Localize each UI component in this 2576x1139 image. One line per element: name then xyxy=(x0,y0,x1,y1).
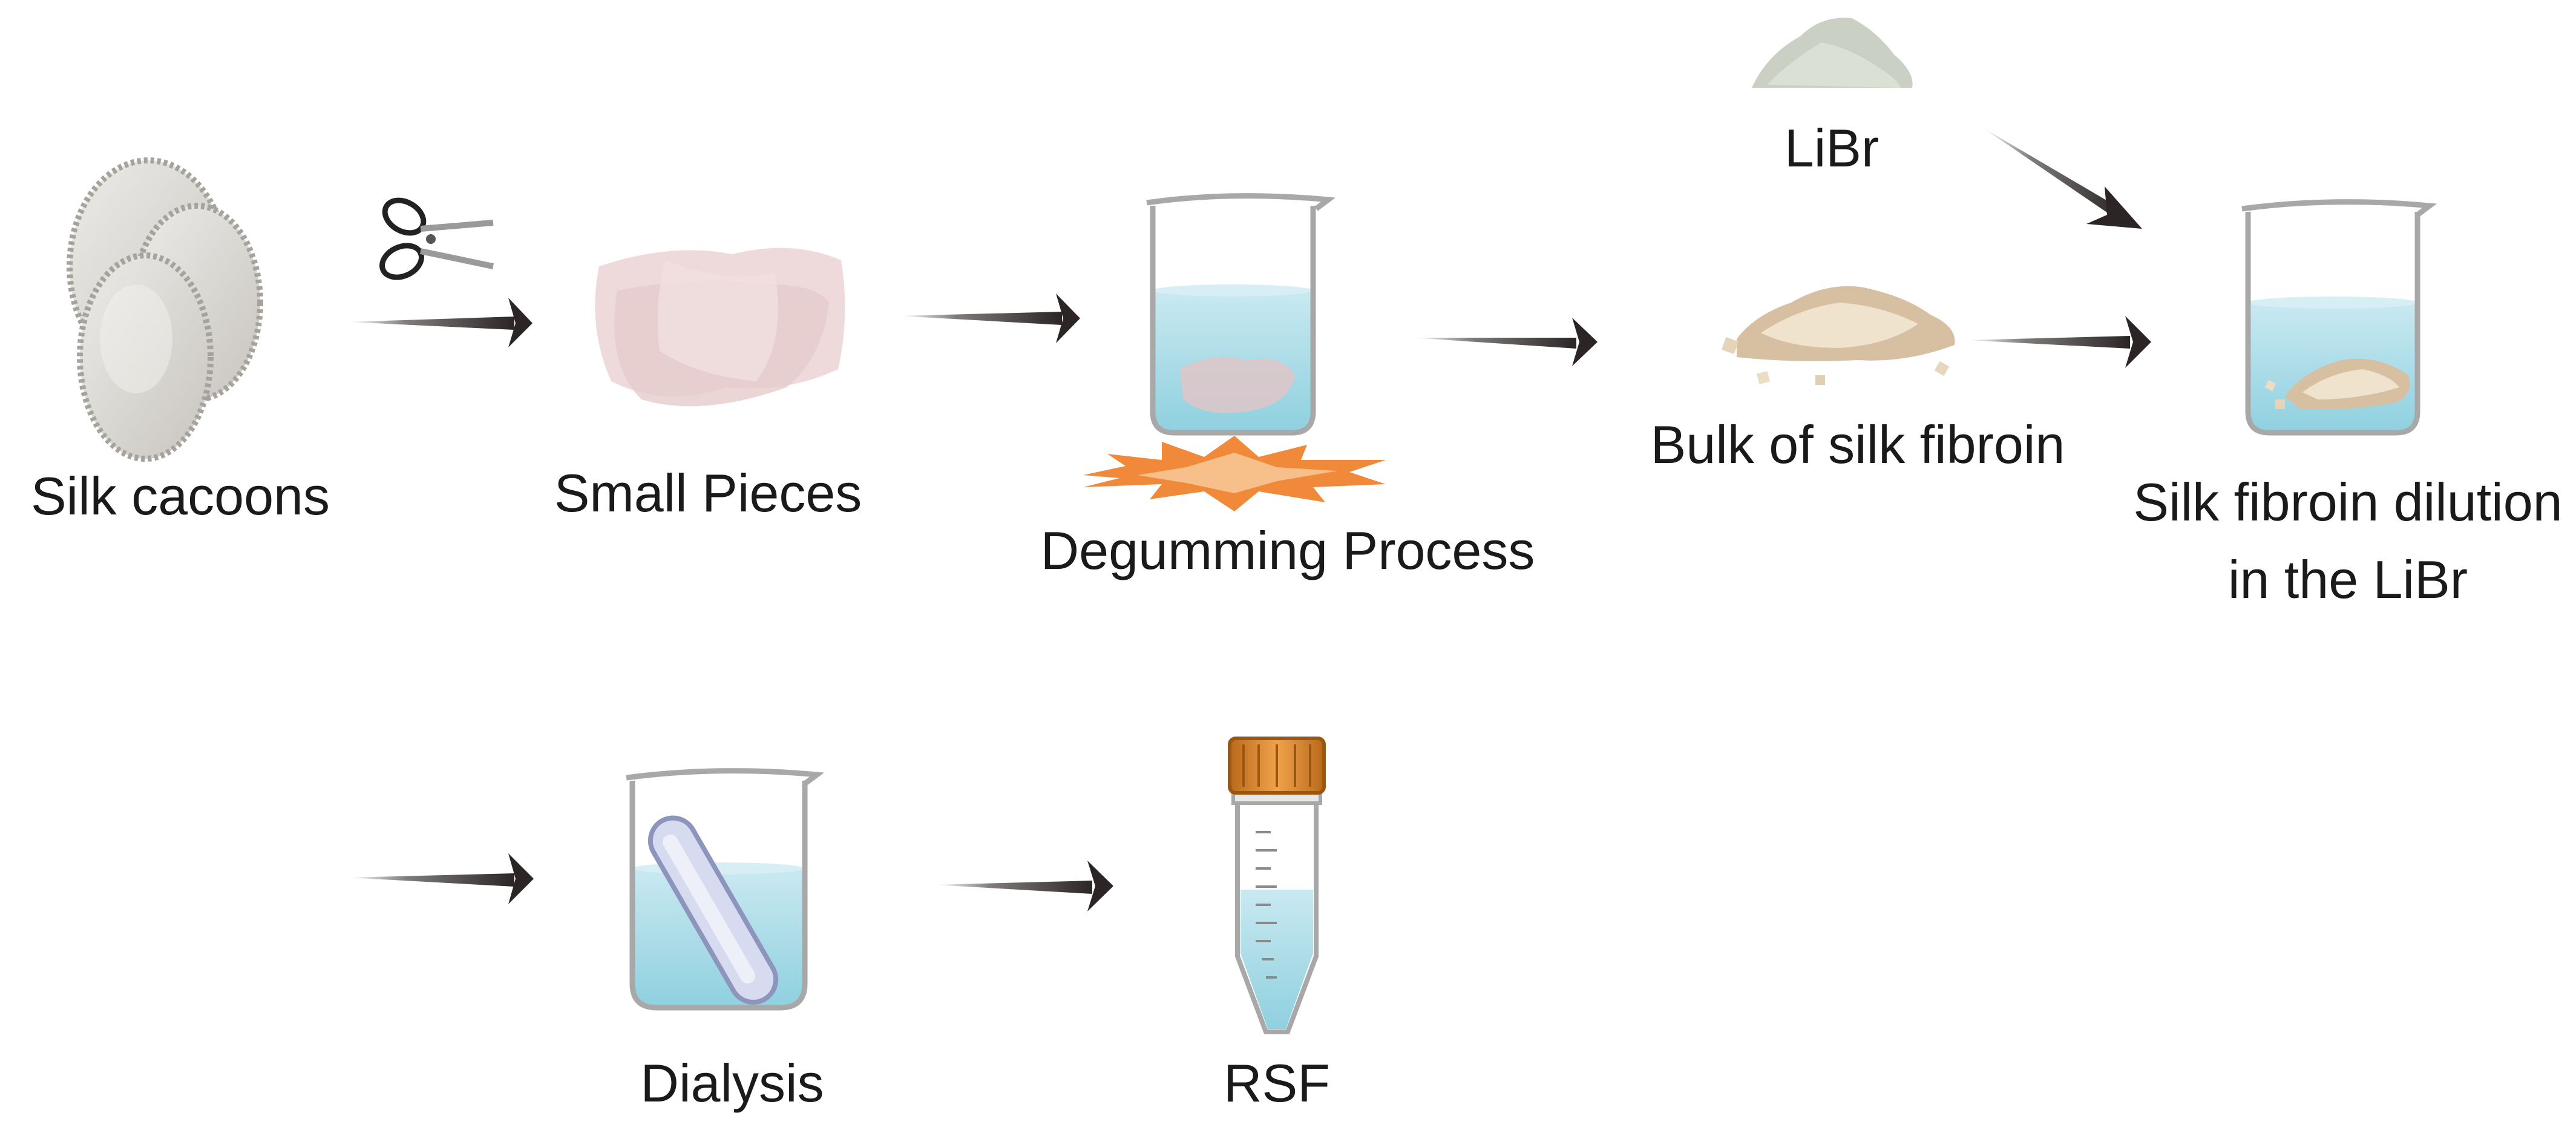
arrow-dialysis-to-rsf xyxy=(935,861,1113,911)
label-rsf: RSF xyxy=(1224,1053,1330,1113)
arrow-pieces-to-degumming xyxy=(899,294,1080,343)
label-degumming-process: Degumming Process xyxy=(1041,520,1535,580)
rsf-tube-icon xyxy=(1228,737,1326,1034)
dialysis-beaker-icon xyxy=(626,768,825,1011)
arrow-degumming-to-bulk xyxy=(1413,318,1598,366)
arrow-to-dialysis xyxy=(348,853,534,904)
degumming-beaker-icon xyxy=(1146,193,1336,436)
librs-powder-icon xyxy=(1752,18,1913,88)
heat-flame-icon xyxy=(1083,436,1386,511)
silk-cocoons-icon xyxy=(67,157,263,462)
arrow-bulk-to-dilution xyxy=(1967,316,2151,368)
arrow-librs-to-dilution xyxy=(1982,127,2142,229)
scissors-icon xyxy=(379,197,494,280)
label-small-pieces: Small Pieces xyxy=(554,463,862,523)
label-librs: LiBr xyxy=(1785,118,1880,178)
label-bulk-silk-fibroin: Bulk of silk fibroin xyxy=(1651,415,2065,474)
arrow-cocoons-to-pieces xyxy=(348,298,533,347)
label-dilution-line1: Silk fibroin dilution xyxy=(2133,472,2562,532)
label-dilution-line2: in the LiBr xyxy=(2228,550,2468,609)
bulk-silk-fibroin-icon xyxy=(1721,286,1955,385)
small-pieces-icon xyxy=(595,248,845,407)
label-dialysis: Dialysis xyxy=(640,1053,824,1113)
dilution-beaker-icon xyxy=(2241,199,2437,436)
label-silk-cacoons: Silk cacoons xyxy=(31,466,330,526)
